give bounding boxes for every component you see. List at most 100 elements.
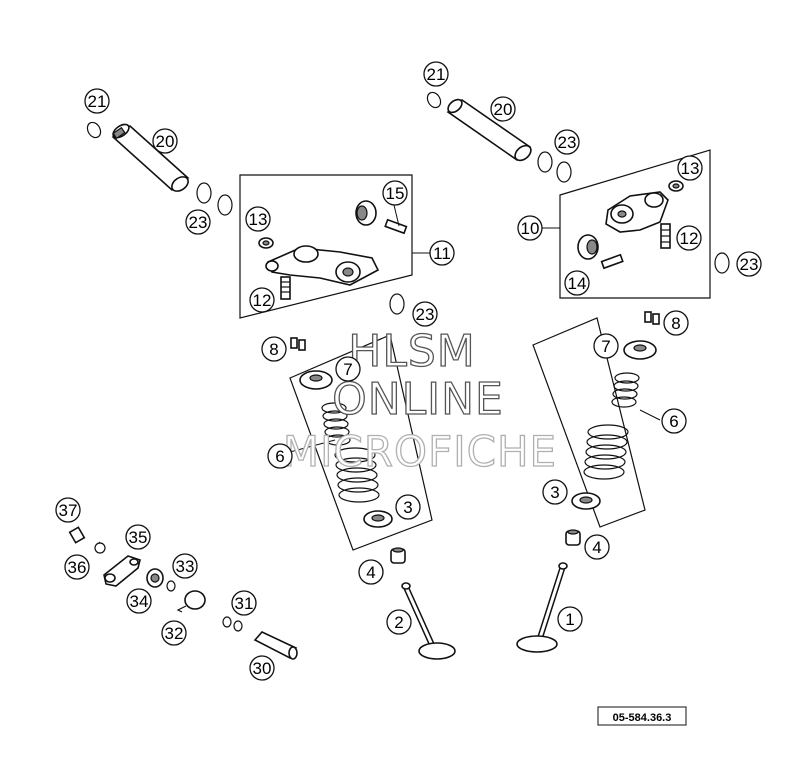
callout-3: 3 xyxy=(542,479,568,505)
callout-30: 30 xyxy=(249,655,275,681)
callout-number: 21 xyxy=(88,92,107,111)
inner-spring-left xyxy=(321,402,351,446)
callout-number: 2 xyxy=(394,613,403,632)
intake-valve-right xyxy=(516,562,568,653)
callout-13: 13 xyxy=(677,155,703,181)
adjust-screw-right xyxy=(660,223,671,249)
rocker-arm-right xyxy=(605,191,669,233)
callout-number: 23 xyxy=(416,305,435,324)
callout-36: 36 xyxy=(64,554,90,580)
callout-number: 13 xyxy=(249,210,268,229)
roller-pin-right xyxy=(600,253,624,270)
lever-35 xyxy=(103,555,141,587)
callout-33: 33 xyxy=(172,553,198,579)
callout-1: 1 xyxy=(557,606,583,632)
washer-left-23a xyxy=(196,182,212,204)
washer-31b xyxy=(233,620,243,632)
callout-circle xyxy=(564,270,590,296)
callout-circle xyxy=(84,88,110,114)
o-ring-right-21 xyxy=(426,91,442,109)
callout-circle xyxy=(358,559,384,585)
callout-4: 4 xyxy=(358,559,384,585)
callout-circle xyxy=(593,333,619,359)
callout-number: 4 xyxy=(592,538,601,557)
callout-number: 6 xyxy=(669,412,678,431)
roller-left xyxy=(355,200,377,226)
callout-21: 21 xyxy=(84,88,110,114)
valve-seal-left xyxy=(390,547,406,564)
callout-circle xyxy=(423,61,449,87)
rocker-assembly-frame-right xyxy=(559,149,711,299)
callout-circle xyxy=(382,180,408,206)
callout-number: 4 xyxy=(366,563,375,582)
callout-11: 11 xyxy=(429,240,455,266)
watermark-line-2: ONLINE xyxy=(332,374,504,425)
rocker-arm-left xyxy=(265,245,380,286)
callout-circle xyxy=(429,240,455,266)
callout-21: 21 xyxy=(423,61,449,87)
callout-7: 7 xyxy=(335,356,361,382)
callout-number: 32 xyxy=(165,624,184,643)
callout-circle xyxy=(64,554,90,580)
callout-number: 33 xyxy=(176,557,195,576)
roller-right xyxy=(577,234,599,260)
callout-circle xyxy=(335,356,361,382)
callout-circle xyxy=(172,553,198,579)
callout-circle xyxy=(267,443,293,469)
callout-20: 20 xyxy=(490,96,516,122)
callout-number: 1 xyxy=(565,610,574,629)
washer-right-23c xyxy=(714,252,730,274)
callout-circle xyxy=(249,655,275,681)
callout-circle xyxy=(152,128,178,154)
callout-15: 15 xyxy=(382,180,408,206)
washer-right-23b xyxy=(556,161,572,183)
callout-circle xyxy=(245,206,271,232)
callout-number: 30 xyxy=(253,659,272,678)
callout-8: 8 xyxy=(663,310,689,336)
callout-number: 15 xyxy=(386,184,405,203)
roller-pin-left xyxy=(384,218,408,235)
callout-number: 7 xyxy=(343,360,352,379)
callout-13: 13 xyxy=(245,206,271,232)
exhaust-valve-left xyxy=(401,582,456,660)
callout-number: 31 xyxy=(235,594,254,613)
callout-23: 23 xyxy=(412,301,438,327)
diagram-code-box xyxy=(597,706,687,726)
callout-number: 21 xyxy=(427,65,446,84)
callout-circle xyxy=(677,155,703,181)
washer-right-23a xyxy=(537,151,553,173)
watermark-line-3: MICROFICHE xyxy=(283,427,557,476)
callout-20: 20 xyxy=(152,128,178,154)
callout-7: 7 xyxy=(593,333,619,359)
spring-retainer-right xyxy=(623,340,657,360)
spring-seat-right xyxy=(571,492,601,510)
rocker-shaft-right xyxy=(446,98,532,162)
callout-37: 37 xyxy=(55,497,81,523)
valve-keepers-right xyxy=(644,311,660,325)
callout-number: 37 xyxy=(59,501,78,520)
watermark-line-1: HLSM xyxy=(348,326,476,377)
callout-number: 11 xyxy=(433,244,451,263)
outer-spring-right xyxy=(583,424,629,480)
callout-number: 8 xyxy=(269,340,278,359)
washer-left-23c xyxy=(389,293,405,315)
callout-number: 3 xyxy=(403,498,412,517)
rocker-assembly-frame-left xyxy=(239,174,413,319)
callout-35: 35 xyxy=(125,524,151,550)
callout-circle xyxy=(261,336,287,362)
callout-12: 12 xyxy=(676,225,702,251)
callout-circle xyxy=(663,310,689,336)
callout-number: 34 xyxy=(130,592,149,611)
callout-circle xyxy=(542,479,568,505)
callout-number: 35 xyxy=(129,528,148,547)
callout-32: 32 xyxy=(161,620,187,646)
callout-6: 6 xyxy=(661,408,687,434)
callout-23: 23 xyxy=(185,209,211,235)
callout-number: 36 xyxy=(68,558,87,577)
callout-6: 6 xyxy=(267,443,293,469)
decompressor-shaft-30 xyxy=(253,631,298,660)
callout-circle xyxy=(386,609,412,635)
callout-circle xyxy=(490,96,516,122)
